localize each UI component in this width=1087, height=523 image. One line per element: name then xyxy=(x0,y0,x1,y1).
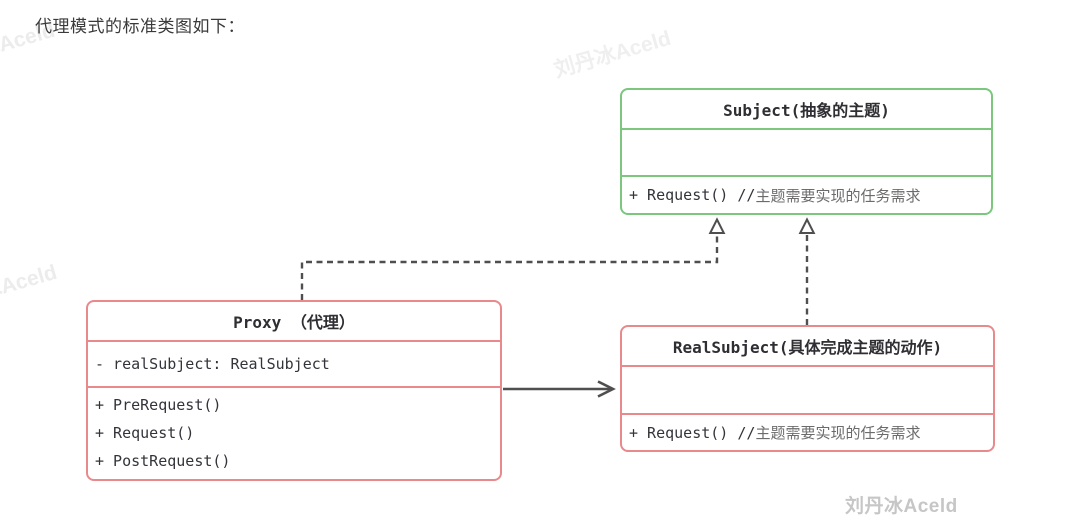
method-request-realsubject: + Request() // xyxy=(629,423,756,442)
arrow-proxy-uses-realsubject xyxy=(503,380,616,398)
class-box-proxy: Proxy （代理） - realSubject: RealSubject + … xyxy=(86,300,502,481)
hollow-arrowhead-realsubject xyxy=(798,217,816,234)
open-arrowhead-association xyxy=(597,380,616,398)
class-title-realsubject: RealSubject(具体完成主题的动作) xyxy=(672,338,943,357)
page-title: 代理模式的标准类图如下： xyxy=(35,17,245,36)
author-signature-watermark: 刘丹冰Aceld xyxy=(845,496,958,517)
class-methods-proxy: + PreRequest() + Request() + PostRequest… xyxy=(88,386,500,479)
class-title-subject: Subject(抽象的主题) xyxy=(723,101,890,120)
watermark-fragment-left-middle: 刘丹冰Aceld xyxy=(0,260,60,317)
hollow-arrowhead-proxy xyxy=(708,217,726,234)
class-box-realsubject: RealSubject(具体完成主题的动作) + Request() //主题需… xyxy=(620,325,995,452)
class-methods-realsubject: + Request() //主题需要实现的任务需求 xyxy=(622,413,993,450)
class-attributes-subject-empty xyxy=(622,128,991,175)
method-request-proxy: + Request() xyxy=(95,424,195,442)
method-postrequest: + PostRequest() xyxy=(95,452,231,470)
arrow-proxy-implements-subject xyxy=(300,217,726,300)
method-prerequest: + PreRequest() xyxy=(95,396,222,414)
class-attributes-proxy: - realSubject: RealSubject xyxy=(88,340,500,386)
watermark-top-center: 刘丹冰Aceld xyxy=(551,26,674,83)
field-realsubject: - realSubject: RealSubject xyxy=(95,355,330,373)
dashed-line-proxy-to-subject xyxy=(300,234,719,300)
class-attributes-realsubject-empty xyxy=(622,365,993,413)
class-methods-subject: + Request() //主题需要实现的任务需求 xyxy=(622,175,991,213)
class-title-proxy: Proxy （代理） xyxy=(233,313,355,332)
class-box-subject: Subject(抽象的主题) + Request() //主题需要实现的任务需求 xyxy=(620,88,993,215)
arrow-realsubject-implements-subject xyxy=(798,217,816,325)
method-comment-realsubject: 主题需要实现的任务需求 xyxy=(755,426,921,442)
method-comment-subject: 主题需要实现的任务需求 xyxy=(755,188,921,205)
method-request-subject: + Request() // xyxy=(629,186,756,204)
